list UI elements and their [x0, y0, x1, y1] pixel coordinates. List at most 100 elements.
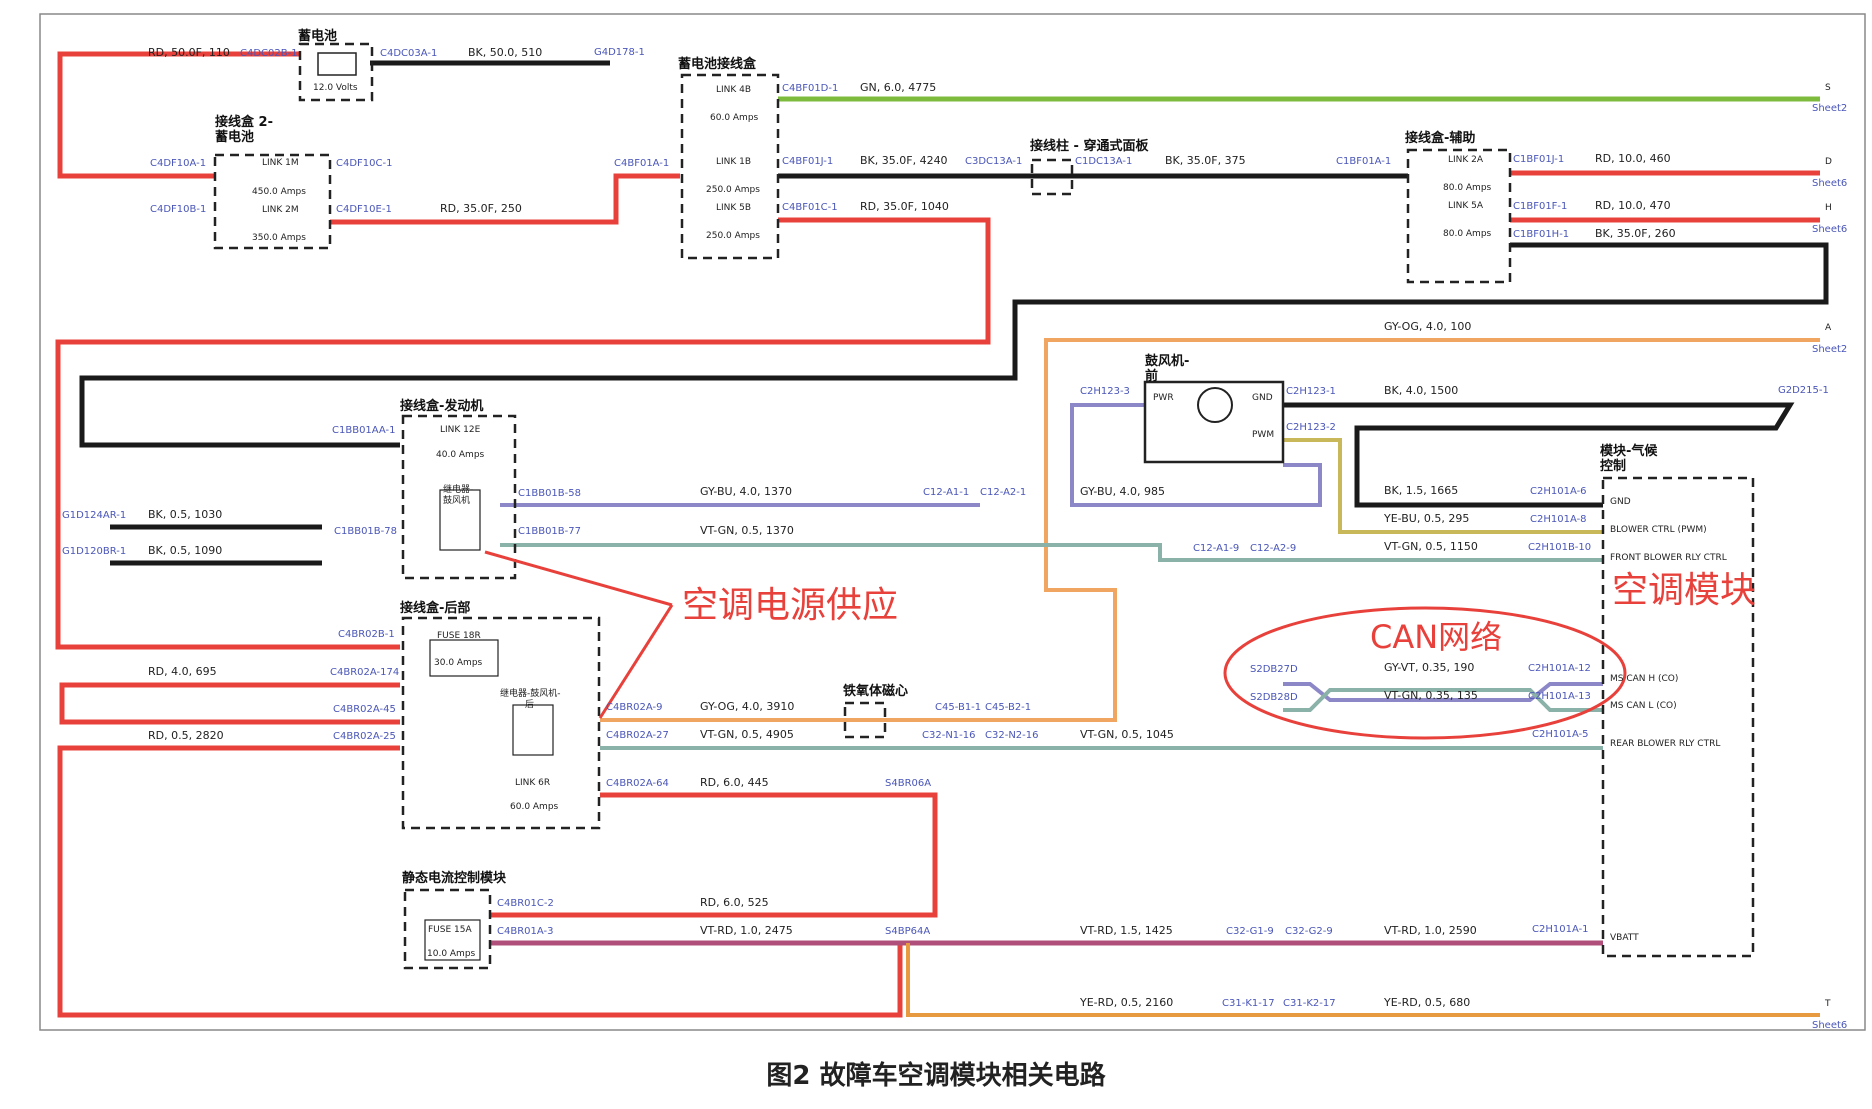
- bjb-link-4b: LINK 4B: [716, 85, 751, 95]
- aux-jb-link-5a: LINK 5A: [1448, 201, 1484, 211]
- wire-label-2820: RD, 0.5, 2820: [148, 729, 224, 742]
- engine-jb-title: 接线盒-发动机: [400, 398, 483, 414]
- wire-label-375: BK, 35.0F, 375: [1165, 154, 1246, 167]
- climate-pin-rear-blower: REAR BLOWER RLY CTRL: [1610, 739, 1720, 749]
- conn-c45b11: C45-B1-1: [935, 702, 981, 713]
- wire-label-2590: VT-RD, 1.0, 2590: [1384, 924, 1477, 937]
- sheet-t-letter: T: [1824, 999, 1831, 1009]
- aux-jb-link-5a-amps: 80.0 Amps: [1443, 229, 1492, 239]
- conn-c2h101a12: C2H101A-12: [1528, 663, 1591, 674]
- rear-relay-symbol: [512, 704, 554, 756]
- terminal-post-title: 接线柱 - 穿通式面板: [1030, 138, 1149, 154]
- ferrite-core-box: [843, 701, 887, 739]
- sheet-a-name: Sheet2: [1812, 344, 1847, 355]
- jb2-link-2m: LINK 2M: [262, 205, 299, 215]
- wire-label-525: RD, 6.0, 525: [700, 896, 769, 909]
- conn-c2h123-1: C2H123-1: [1286, 386, 1336, 397]
- sheet-s-letter: S: [1825, 83, 1831, 93]
- blower-front-gnd: GND: [1252, 393, 1273, 403]
- conn-c4br02a174: C4BR02A-174: [330, 667, 399, 678]
- conn-c2h123-2: C2H123-2: [1286, 422, 1336, 433]
- jb2-title-1: 接线盒 2-: [215, 114, 273, 130]
- conn-g4d178: G4D178-1: [594, 47, 645, 58]
- wire-bk-260: [79, 242, 1829, 448]
- annotation-ac-module: 空调模块: [1612, 570, 1756, 611]
- wire-label-2160: YE-RD, 0.5, 2160: [1079, 996, 1173, 1009]
- aux-jb-link-2a: LINK 2A: [1448, 155, 1484, 165]
- wire-label-1370b: VT-GN, 0.5, 1370: [700, 524, 794, 537]
- jb2-title-2: 蓄电池: [215, 129, 254, 145]
- conn-c4df10c: C4DF10C-1: [336, 158, 392, 169]
- conn-c12a19: C12-A1-9: [1193, 543, 1239, 554]
- blower-front-pwr: PWR: [1153, 393, 1174, 403]
- battery-symbol: [317, 52, 357, 76]
- conn-c4br02a64: C4BR02A-64: [606, 778, 669, 789]
- sheet-t-name: Sheet6: [1812, 1020, 1847, 1031]
- conn-c4br01c: C4BR01C-2: [497, 898, 554, 909]
- wire-label-985: GY-BU, 4.0, 985: [1080, 485, 1165, 498]
- blower-front-box: [1143, 380, 1285, 464]
- wire-label-4775: GN, 6.0, 4775: [860, 81, 936, 94]
- engine-jb-relay-1: 继电器-: [443, 483, 473, 495]
- quiescent-fuse-15a: FUSE 15A: [428, 925, 472, 935]
- conn-s2db28d: S2DB28D: [1250, 692, 1298, 703]
- annotation-power-supply: 空调电源供应: [682, 585, 898, 626]
- ferrite-core-title: 铁氧体磁心: [842, 683, 908, 699]
- conn-g1d124ar: G1D124AR-1: [62, 510, 126, 521]
- jb2-link-1m-amps: 450.0 Amps: [252, 187, 306, 197]
- rear-jb-fuse-18r-amps: 30.0 Amps: [434, 658, 483, 668]
- wire-bk-1500: [1283, 402, 1795, 508]
- wire-label-100: GY-OG, 4.0, 100: [1384, 320, 1471, 333]
- annotation-layer: 空调电源供应 CAN网络 空调模块: [484, 550, 1756, 740]
- conn-c31k117: C31-K1-17: [1222, 998, 1275, 1009]
- climate-module-box: [1601, 476, 1755, 958]
- conn-c2h101a6: C2H101A-6: [1530, 486, 1587, 497]
- wire-label-470: RD, 10.0, 470: [1595, 199, 1671, 212]
- conn-c45b21: C45-B2-1: [985, 702, 1031, 713]
- quiescent-module-box: [403, 888, 492, 970]
- sheet-d-name: Sheet6: [1812, 178, 1847, 189]
- bjb-link-5b-amps: 250.0 Amps: [706, 231, 760, 241]
- aux-junction-box: [1406, 148, 1512, 284]
- conn-c1bf01h: C1BF01H-1: [1513, 229, 1569, 240]
- conn-c4br02a45: C4BR02A-45: [333, 704, 396, 715]
- wire-label-4240: BK, 35.0F, 4240: [860, 154, 948, 167]
- wire-label-1665: BK, 1.5, 1665: [1384, 484, 1458, 497]
- conn-c1bb01aa: C1BB01AA-1: [332, 425, 396, 436]
- conn-c4br02a9: C4BR02A-9: [606, 702, 662, 713]
- blower-front-title-2: 前: [1145, 368, 1158, 384]
- climate-pin-gnd: GND: [1610, 497, 1631, 507]
- conn-c1bf01f: C1BF01F-1: [1513, 201, 1567, 212]
- wire-label-1370a: GY-BU, 4.0, 1370: [700, 485, 792, 498]
- battery-junction-box: [680, 73, 780, 260]
- conn-c32n216: C32-N2-16: [985, 730, 1039, 741]
- conn-c2h123-3: C2H123-3: [1080, 386, 1130, 397]
- conn-c32g29: C32-G2-9: [1285, 926, 1333, 937]
- conn-c1bb01b78: C1BB01B-78: [334, 526, 397, 537]
- conn-c1dc13a: C1DC13A-1: [1075, 156, 1132, 167]
- climate-pin-blower-pwm: BLOWER CTRL (PWM): [1610, 525, 1707, 535]
- wire-label-1030: BK, 0.5, 1030: [148, 508, 222, 521]
- battery-title: 蓄电池: [298, 28, 337, 44]
- wire-gy-bu-985: [1070, 403, 1322, 507]
- engine-relay-symbol: [439, 489, 481, 551]
- blower-front-pwm: PWM: [1252, 430, 1274, 440]
- sheet-references: S Sheet2 D Sheet6 H Sheet6 A Sheet2 T Sh…: [1812, 83, 1847, 1031]
- conn-c1bf01j: C1BF01J-1: [1513, 154, 1564, 165]
- diagram-frame: [39, 13, 1866, 1031]
- wires: [55, 51, 1829, 1018]
- wire-label-695: RD, 4.0, 695: [148, 665, 217, 678]
- conn-c2h101a1: C2H101A-1: [1532, 924, 1589, 935]
- conn-c4df10a: C4DF10A-1: [150, 158, 206, 169]
- wire-gy-og-100: [840, 338, 1820, 722]
- jb2-link-2m-amps: 350.0 Amps: [252, 233, 306, 243]
- wire-label-510: BK, 50.0, 510: [468, 46, 542, 59]
- conn-c12a29: C12-A2-9: [1250, 543, 1296, 554]
- climate-pin-vbatt: VBATT: [1610, 933, 1639, 943]
- battery-value: 12.0 Volts: [313, 83, 358, 93]
- conn-c2h101b10: C2H101B-10: [1528, 542, 1591, 553]
- conn-g1d120br: G1D120BR-1: [62, 546, 126, 557]
- wire-rd-695: [59, 682, 400, 725]
- sheet-d-letter: D: [1825, 157, 1832, 167]
- rear-jb-relay-1: 继电器-鼓风机-: [500, 687, 561, 699]
